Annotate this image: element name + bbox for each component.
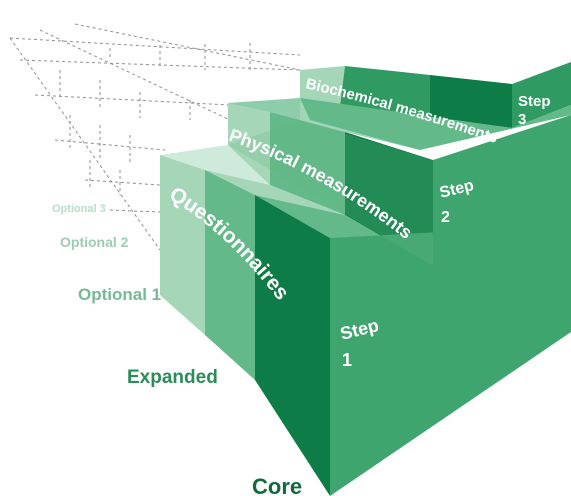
step1-riser-dark [255, 195, 330, 496]
step1-tread-pale [205, 170, 345, 215]
step2-riser-light [270, 112, 345, 215]
step3-tread [300, 98, 571, 150]
optional-dashed-outline [9, 23, 301, 251]
step1-tread-faint [160, 145, 270, 185]
step3-top-light [340, 66, 430, 117]
step1-riser-light [205, 170, 255, 380]
step3-number: 3 [518, 111, 526, 128]
level-label-expanded: Expanded [127, 367, 218, 388]
step1-top-between [228, 120, 433, 266]
step2-number: 2 [441, 209, 450, 226]
step-3-block [300, 62, 571, 150]
level-label-optional2: Optional 2 [60, 234, 129, 250]
level-label-optional3: Optional 3 [52, 203, 106, 215]
step1-number: 1 [342, 350, 352, 370]
step3-word: Step [518, 93, 551, 110]
step3-top-pale [300, 66, 345, 106]
step3-top-dark [430, 75, 512, 128]
step3-front-side [512, 62, 571, 128]
step-1-block [160, 120, 571, 496]
step2-top-light [228, 98, 420, 150]
level-label-core: Core [252, 474, 302, 496]
level-label-optional1: Optional 1 [78, 285, 161, 304]
step1-riser-pale [160, 155, 205, 335]
step1-front-side [330, 225, 571, 496]
step2-riser-dark [345, 132, 433, 266]
